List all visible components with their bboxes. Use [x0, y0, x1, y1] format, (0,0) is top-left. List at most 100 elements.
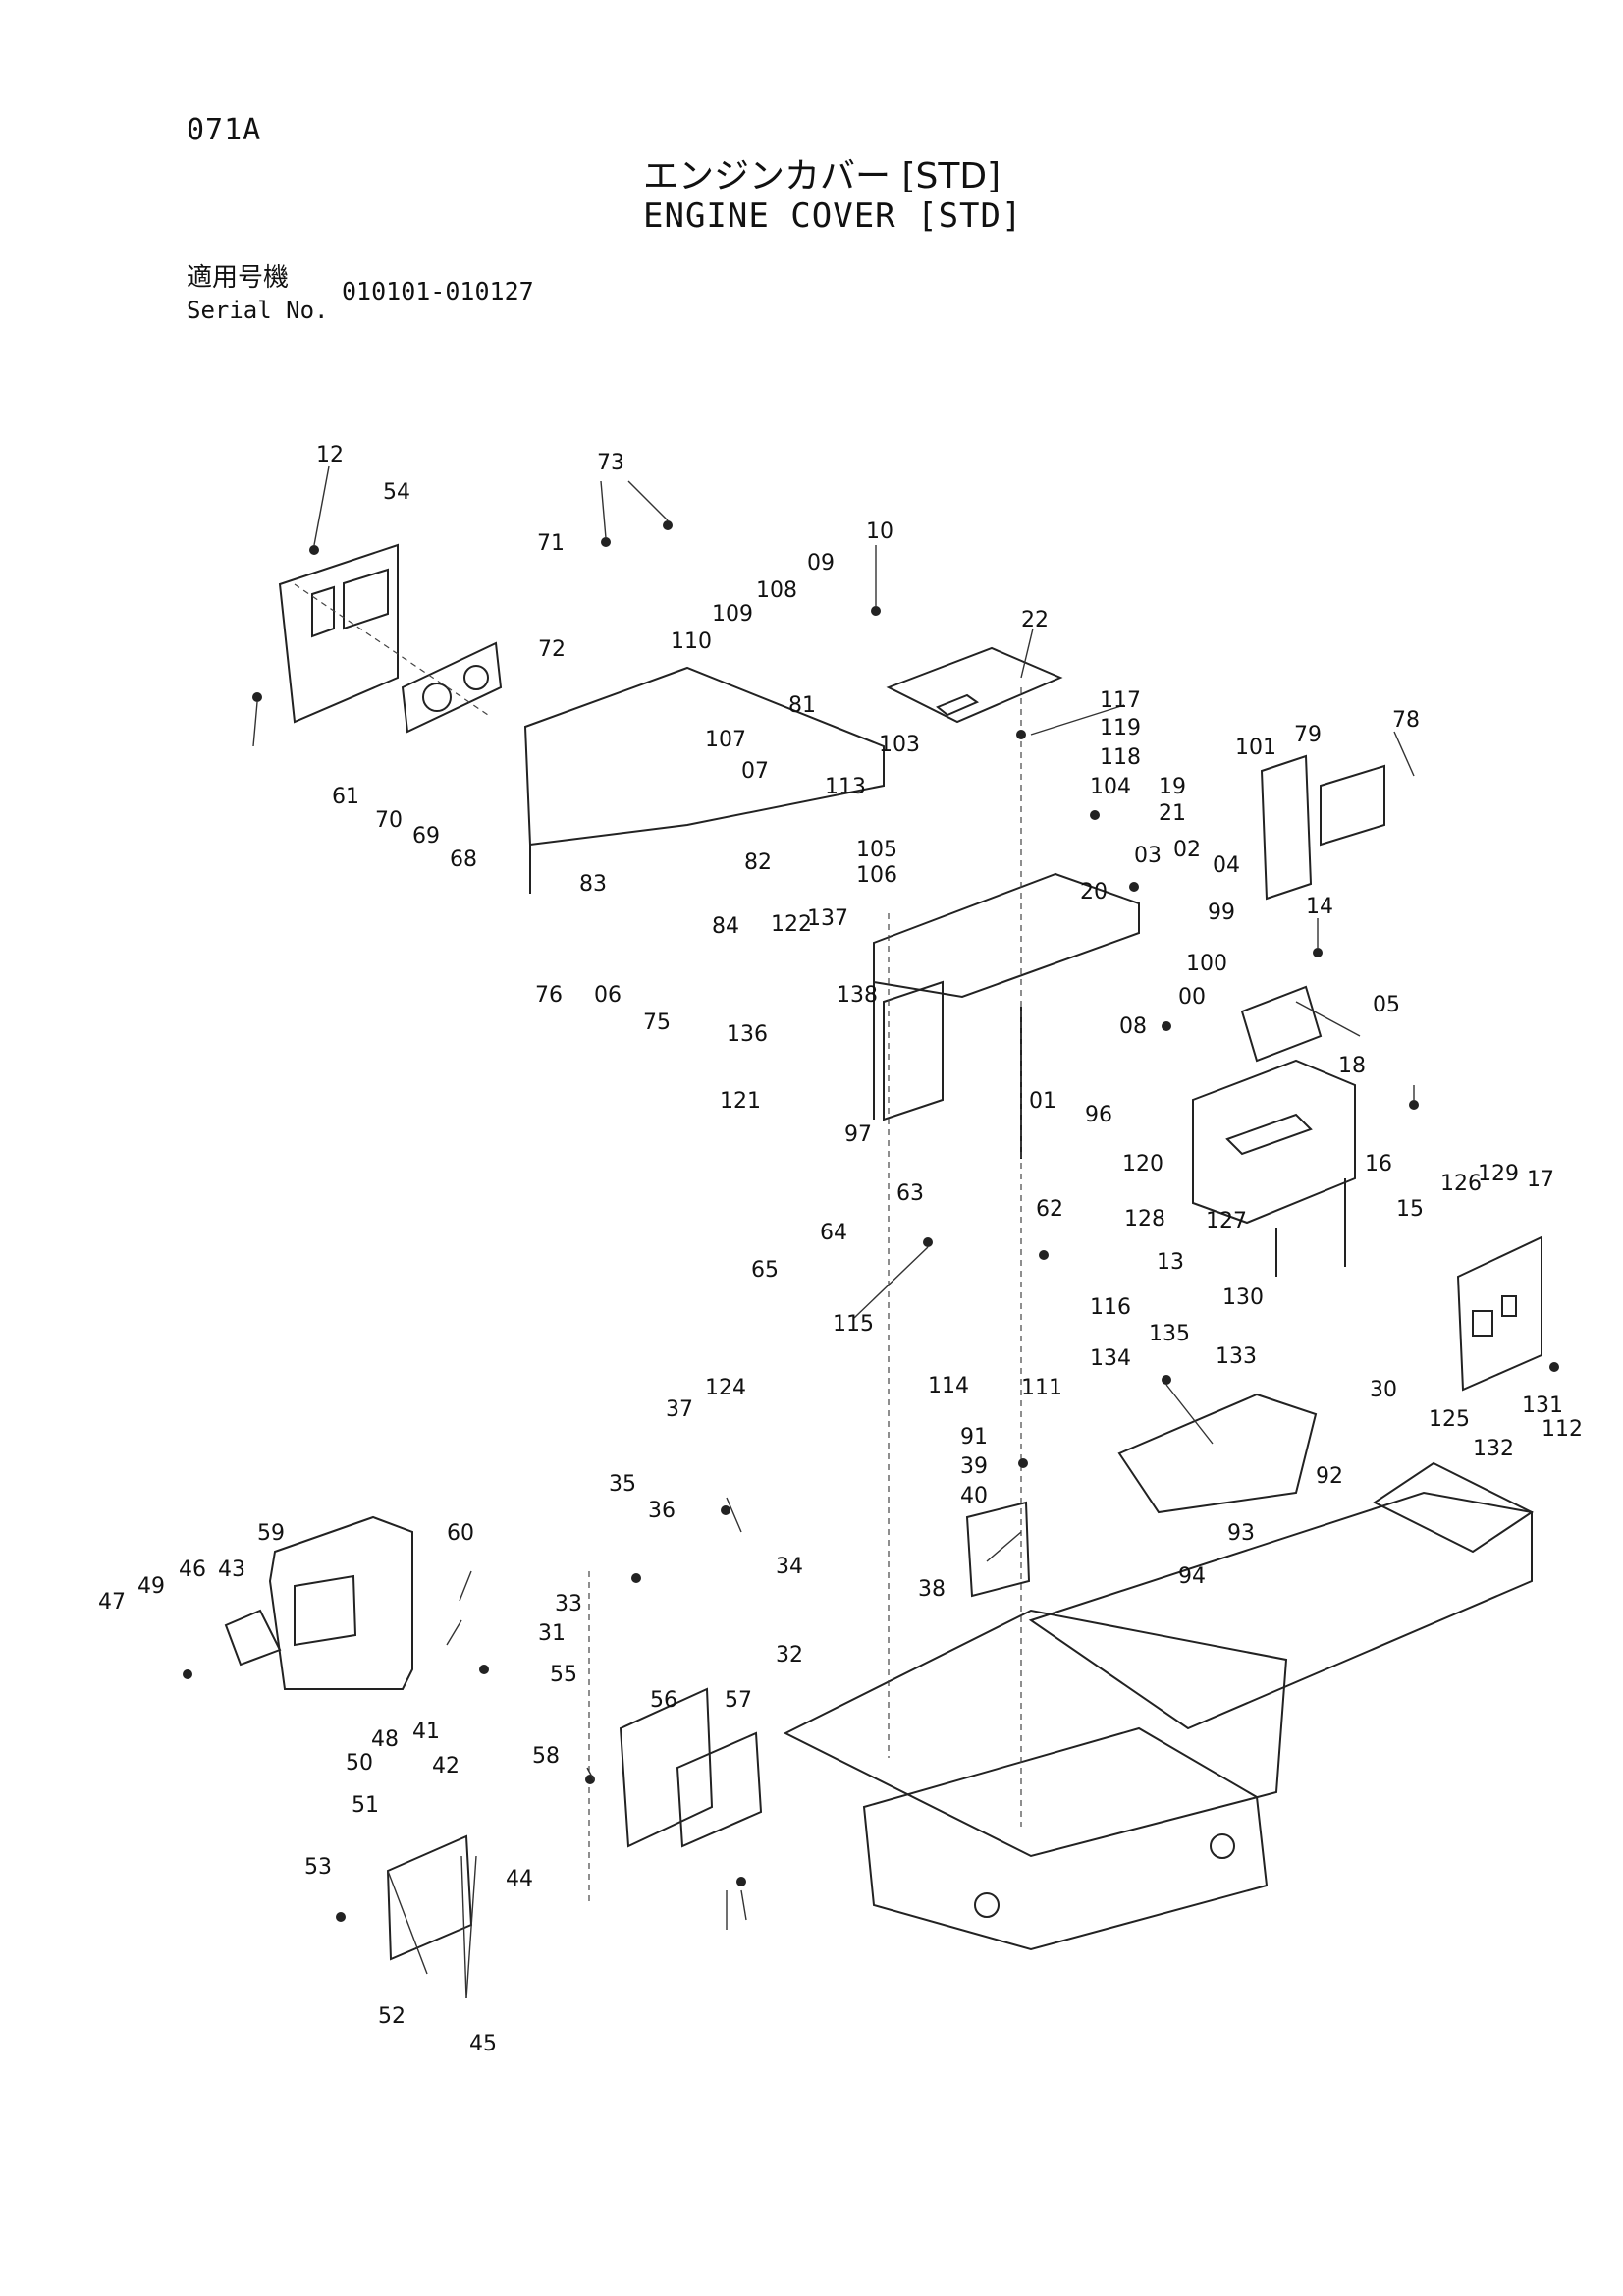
callout: 134 [1090, 1346, 1131, 1371]
callout: 09 [807, 551, 835, 575]
callout: 120 [1122, 1152, 1163, 1176]
page-code: 071A [187, 113, 262, 147]
callout: 22 [1021, 608, 1049, 632]
middle-panels-drawing [386, 1501, 1031, 1961]
callout: 02 [1173, 838, 1201, 862]
title-japanese: エンジンカバー [STD] [643, 156, 1001, 196]
left-lower-cover-drawing [224, 1515, 413, 1690]
callout-labels: 12 54 73 71 72 10 09 108 109 110 22 107 … [98, 443, 1583, 2056]
callout: 33 [555, 1592, 582, 1616]
callout: 35 [609, 1472, 636, 1497]
callout: 01 [1029, 1089, 1056, 1114]
callout: 94 [1178, 1564, 1206, 1589]
callout: 91 [960, 1425, 988, 1449]
callout: 118 [1100, 745, 1141, 770]
callout: 68 [450, 847, 477, 872]
callout: 104 [1090, 775, 1131, 799]
callout: 44 [506, 1867, 533, 1891]
callout: 82 [744, 850, 772, 875]
callout: 92 [1316, 1464, 1343, 1489]
callout: 05 [1373, 993, 1400, 1017]
callout: 105 [856, 838, 897, 862]
callout: 14 [1306, 895, 1333, 919]
callout: 84 [712, 914, 739, 939]
callout: 08 [1119, 1014, 1147, 1039]
callout: 60 [447, 1521, 474, 1546]
callout: 16 [1365, 1152, 1392, 1176]
callout: 57 [725, 1688, 752, 1713]
callout: 18 [1338, 1054, 1366, 1078]
callout: 71 [537, 531, 565, 556]
callout: 108 [756, 578, 797, 603]
base-frame-drawing [783, 1393, 1534, 1951]
callout: 30 [1370, 1378, 1397, 1402]
callout: 81 [788, 693, 816, 718]
callout: 20 [1080, 880, 1108, 904]
callout: 58 [532, 1744, 560, 1769]
callout: 103 [879, 733, 920, 757]
callout: 31 [538, 1621, 566, 1646]
callout: 12 [316, 443, 344, 467]
serial-range: 010101-010127 [342, 277, 534, 305]
callout: 06 [594, 983, 622, 1008]
callout: 37 [666, 1397, 693, 1422]
callout: 130 [1222, 1285, 1264, 1310]
callout: 56 [650, 1688, 677, 1713]
callout: 50 [346, 1751, 373, 1776]
callout: 40 [960, 1484, 988, 1508]
callout: 83 [579, 872, 607, 897]
callout: 131 [1522, 1394, 1563, 1418]
callout: 133 [1216, 1344, 1257, 1369]
callout: 97 [844, 1122, 872, 1147]
callout: 106 [856, 863, 897, 888]
title-english: ENGINE COVER [STD] [643, 196, 1023, 236]
callout: 119 [1100, 716, 1141, 740]
fastener-marks [183, 520, 1559, 1922]
callout: 32 [776, 1643, 803, 1667]
callout: 45 [469, 2032, 497, 2056]
callout: 110 [671, 629, 712, 654]
callout: 38 [918, 1577, 946, 1602]
callout: 03 [1134, 844, 1162, 868]
callout: 115 [833, 1312, 874, 1337]
callout: 125 [1429, 1407, 1470, 1432]
callout: 135 [1149, 1322, 1190, 1346]
serial-label-english: Serial No. [187, 297, 329, 324]
callout: 78 [1392, 708, 1420, 733]
callout: 101 [1235, 736, 1276, 760]
callout: 132 [1473, 1437, 1514, 1461]
callout: 112 [1542, 1417, 1583, 1442]
callout: 116 [1090, 1295, 1131, 1320]
callout: 73 [597, 451, 624, 475]
callout: 111 [1021, 1376, 1062, 1400]
callout: 04 [1213, 853, 1240, 878]
callout: 113 [825, 775, 866, 799]
callout: 76 [535, 983, 563, 1008]
callout: 55 [550, 1663, 577, 1687]
callout: 49 [137, 1574, 165, 1599]
callout: 19 [1159, 775, 1186, 799]
callout: 107 [705, 728, 746, 752]
callout: 117 [1100, 688, 1141, 713]
callout: 13 [1157, 1250, 1184, 1275]
callout: 72 [538, 637, 566, 662]
callout: 42 [432, 1754, 460, 1778]
callout: 79 [1294, 723, 1322, 747]
callout: 41 [412, 1720, 440, 1744]
callout: 122 [771, 912, 812, 937]
callout: 69 [412, 824, 440, 848]
serial-label-japanese: 適用号機 [187, 263, 290, 293]
callout: 75 [643, 1011, 671, 1035]
callout: 36 [648, 1499, 676, 1523]
callout: 54 [383, 480, 410, 505]
callout: 136 [727, 1022, 768, 1047]
alignment-lines [294, 583, 1022, 1905]
callout: 52 [378, 2004, 406, 2029]
callout: 129 [1478, 1162, 1519, 1186]
callout: 46 [179, 1558, 206, 1582]
engine-cover-frame-drawing [523, 646, 1542, 1392]
callout: 48 [371, 1727, 399, 1752]
callout: 127 [1206, 1209, 1247, 1233]
callout: 21 [1159, 801, 1186, 826]
callout: 138 [837, 983, 878, 1008]
